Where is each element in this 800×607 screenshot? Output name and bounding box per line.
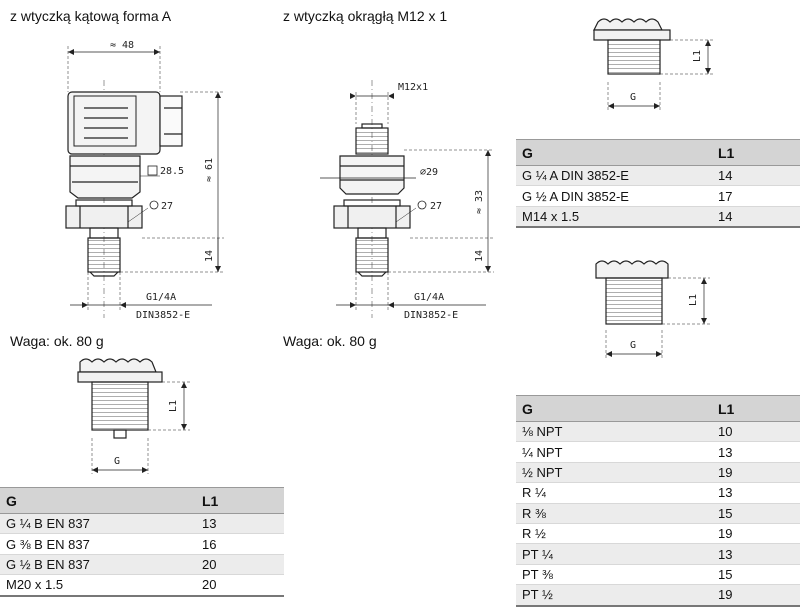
- dim-l1-2: L1: [688, 294, 699, 306]
- table-header-row: G L1: [516, 139, 800, 166]
- cell-g: PT ¼: [516, 543, 712, 565]
- dim-g14-b: G1/4A: [414, 292, 444, 303]
- cell-g: M14 x 1.5: [516, 206, 712, 229]
- cell-l1: 17: [712, 185, 800, 207]
- cell-l1: 20: [196, 574, 284, 597]
- header-g: G: [516, 139, 712, 166]
- dim-din-b: DIN3852-E: [404, 310, 458, 321]
- dim-thread-14-b: 14: [474, 250, 485, 262]
- dim-g-3: G: [114, 456, 120, 467]
- dim-l1-1: L1: [692, 50, 703, 62]
- table-header-row: G L1: [516, 395, 800, 422]
- cell-l1: 13: [712, 482, 800, 504]
- header-l1: L1: [712, 395, 800, 422]
- cell-g: G ½ A DIN 3852-E: [516, 185, 712, 207]
- dim-m12: M12x1: [398, 82, 428, 93]
- cell-g: G ⅜ B EN 837: [0, 533, 196, 555]
- cell-g: R ¼: [516, 482, 712, 504]
- cell-l1: 20: [196, 554, 284, 576]
- dim-hex-27-b: 27: [430, 201, 442, 212]
- cell-g: ¼ NPT: [516, 441, 712, 463]
- cell-g: ⅛ NPT: [516, 421, 712, 443]
- dim-g14-a: G1/4A: [146, 292, 176, 303]
- fitting-top-drawing: [593, 18, 714, 110]
- caption-weight-right: Waga: ok. 80 g: [283, 333, 377, 349]
- caption-weight-left: Waga: ok. 80 g: [10, 333, 104, 349]
- cell-l1: 13: [196, 513, 284, 535]
- cell-g: M20 x 1.5: [0, 574, 196, 597]
- fitting-bottom-drawing: [77, 358, 190, 474]
- caption-angular-plug: z wtyczką kątową forma A: [10, 8, 172, 24]
- cell-l1: 14: [712, 165, 800, 187]
- cell-l1: 10: [712, 421, 800, 443]
- round-plug-drawing: [320, 80, 494, 318]
- header-g: G: [0, 487, 196, 514]
- header-l1: L1: [196, 487, 284, 514]
- cell-g: G ¼ A DIN 3852-E: [516, 165, 712, 187]
- dim-l1-3: L1: [168, 400, 179, 412]
- cell-l1: 15: [712, 564, 800, 586]
- cell-l1: 15: [712, 503, 800, 524]
- cell-g: PT ½: [516, 584, 712, 607]
- dim-square-28: 28.5: [160, 166, 184, 177]
- dim-din-a: DIN3852-E: [136, 310, 190, 321]
- dim-height-33: ≈ 33: [474, 190, 485, 214]
- cell-g: PT ⅜: [516, 564, 712, 586]
- angular-plug-drawing: [65, 46, 224, 318]
- table-header-row: G L1: [0, 487, 284, 514]
- cell-l1: 13: [712, 543, 800, 565]
- dim-g-1: G: [630, 92, 636, 103]
- caption-round-plug: z wtyczką okrągłą M12 x 1: [283, 8, 448, 24]
- cell-g: R ½: [516, 523, 712, 545]
- cell-l1: 19: [712, 462, 800, 484]
- cell-g: R ⅜: [516, 503, 712, 524]
- cell-g: ½ NPT: [516, 462, 712, 484]
- fitting-middle-drawing: [595, 260, 710, 358]
- cell-l1: 13: [712, 441, 800, 463]
- header-g: G: [516, 395, 712, 422]
- dim-width-48: ≈ 48: [110, 40, 134, 51]
- cell-l1: 19: [712, 523, 800, 545]
- dim-dia-29: ⌀29: [420, 167, 438, 178]
- cell-l1: 16: [196, 533, 284, 555]
- dim-thread-14-a: 14: [204, 250, 215, 262]
- header-l1: L1: [712, 139, 800, 166]
- cell-g: G ¼ B EN 837: [0, 513, 196, 535]
- dim-height-61: ≈ 61: [204, 158, 215, 182]
- cell-l1: 19: [712, 584, 800, 607]
- cell-l1: 14: [712, 206, 800, 229]
- dim-g-2: G: [630, 340, 636, 351]
- dim-hex-27-a: 27: [161, 201, 173, 212]
- cell-g: G ½ B EN 837: [0, 554, 196, 576]
